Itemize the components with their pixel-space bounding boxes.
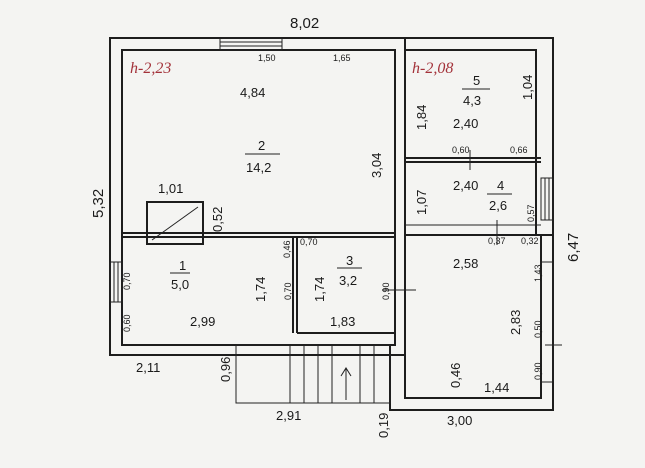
overall-right: 6,47 bbox=[565, 233, 582, 262]
room-number: 2 bbox=[258, 138, 265, 153]
sdim-046: 0,46 bbox=[282, 240, 292, 258]
room-number: 5 bbox=[473, 73, 480, 88]
dim-019: 0,19 bbox=[376, 413, 391, 438]
dim-174b: 1,74 bbox=[312, 277, 327, 302]
room-4: 4 2,6 bbox=[487, 178, 512, 213]
room-area: 3,2 bbox=[339, 273, 357, 288]
room-number: 4 bbox=[497, 178, 504, 193]
dim-046: 0,46 bbox=[448, 363, 463, 388]
sdim-057: 0,57 bbox=[526, 204, 536, 222]
sdim-070a: 0,70 bbox=[300, 237, 318, 247]
sdim-143: 1,43 bbox=[533, 264, 543, 282]
sdim-070c: 0,70 bbox=[283, 282, 293, 300]
height-rear: h-2,08 bbox=[412, 60, 453, 77]
overall-top: 8,02 bbox=[290, 15, 319, 32]
room-number: 3 bbox=[346, 253, 353, 268]
dim-258: 2,58 bbox=[453, 256, 478, 271]
sdim-060a: 0,60 bbox=[452, 145, 470, 155]
dim-240b: 2,40 bbox=[453, 178, 478, 193]
room-dimensions: 4,84 3,04 1,01 0,52 1,74 1,74 2,99 1,83 … bbox=[136, 75, 535, 438]
sdim-165: 1,65 bbox=[333, 53, 351, 63]
room-5: 5 4,3 bbox=[462, 73, 490, 108]
room-3: 3 3,2 bbox=[337, 253, 362, 288]
room-number: 1 bbox=[179, 258, 186, 273]
opening-dimensions: 1,50 1,65 0,60 0,66 0,57 0,37 0,32 0,46 … bbox=[122, 53, 543, 380]
dim-283: 2,83 bbox=[508, 310, 523, 335]
dim-144: 1,44 bbox=[484, 380, 509, 395]
dim-299: 2,99 bbox=[190, 314, 215, 329]
dim-291: 2,91 bbox=[276, 408, 301, 423]
dim-096: 0,96 bbox=[218, 357, 233, 382]
room-area: 4,3 bbox=[463, 93, 481, 108]
dim-304: 3,04 bbox=[369, 153, 384, 178]
sdim-032: 0,32 bbox=[521, 236, 539, 246]
dim-211: 2,11 bbox=[136, 360, 160, 375]
sdim-150: 1,50 bbox=[258, 53, 276, 63]
dim-240a: 2,40 bbox=[453, 116, 478, 131]
dim-052: 0,52 bbox=[210, 207, 225, 232]
sdim-066: 0,66 bbox=[510, 145, 528, 155]
partitions bbox=[122, 157, 541, 334]
sdim-070b: 0,70 bbox=[122, 272, 132, 290]
room-area: 5,0 bbox=[171, 277, 189, 292]
dim-300: 3,00 bbox=[447, 413, 472, 428]
sdim-090b: 0,90 bbox=[533, 362, 543, 380]
dim-184: 1,84 bbox=[414, 105, 429, 130]
sdim-060b: 0,60 bbox=[122, 314, 132, 332]
sdim-050: 0,50 bbox=[533, 320, 543, 338]
door-marks bbox=[382, 150, 562, 346]
dim-174a: 1,74 bbox=[253, 277, 268, 302]
room-2: 2 14,2 bbox=[245, 138, 280, 175]
dim-484: 4,84 bbox=[240, 85, 265, 100]
room-1: 1 5,0 bbox=[170, 258, 190, 292]
height-main: h-2,23 bbox=[130, 60, 171, 77]
overall-left: 5,32 bbox=[90, 189, 107, 218]
room-area: 14,2 bbox=[246, 160, 271, 175]
room-area: 2,6 bbox=[489, 198, 507, 213]
dim-183: 1,83 bbox=[330, 314, 355, 329]
entrance-steps bbox=[235, 344, 391, 404]
stove bbox=[146, 201, 204, 245]
dim-107: 1,07 bbox=[414, 190, 429, 215]
sdim-090a: 0,90 bbox=[381, 282, 391, 300]
dim-104: 1,04 bbox=[520, 75, 535, 100]
dim-101: 1,01 bbox=[158, 181, 183, 196]
windows bbox=[109, 37, 554, 383]
sdim-037: 0,37 bbox=[488, 236, 506, 246]
